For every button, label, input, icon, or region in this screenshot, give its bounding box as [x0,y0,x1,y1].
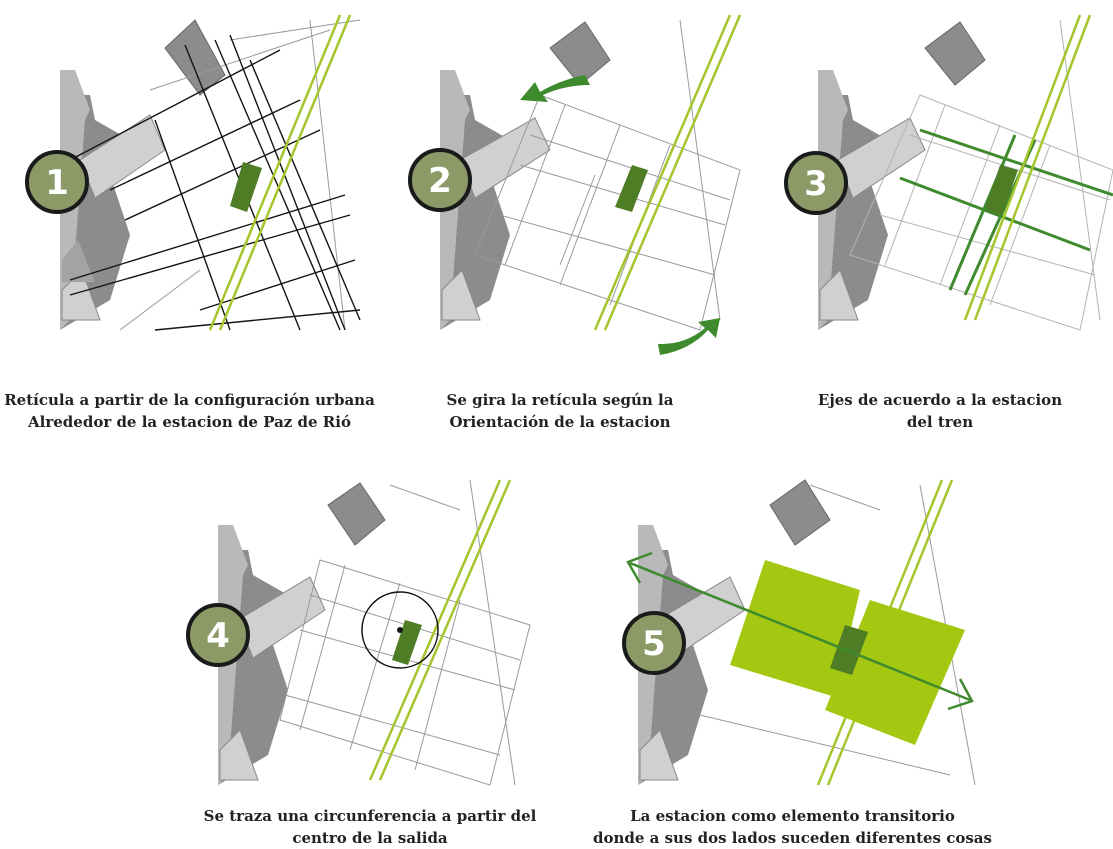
step-badge: 5 [622,611,686,675]
svg-text:3: 3 [804,164,828,204]
rotated-grid [474,19,741,331]
step-1-diagram: 1 [25,14,361,331]
step-5-panel: 5 [580,465,1000,795]
step-2-diagram: 2 [408,14,742,355]
exit-center-point [397,627,403,633]
step-badge: 3 [784,151,848,215]
step-1-caption: Retícula a partir de la configuración ur… [4,391,375,431]
rotate-arrow-icon [658,318,720,355]
svg-text:4: 4 [206,616,230,656]
step-4-diagram: 4 [186,479,531,786]
step-4-panel: 4 [160,465,560,795]
step-3-panel: 3 [760,0,1113,345]
step-2-caption: Se gira la retícula según la Orientación… [446,391,674,431]
step-badge: 2 [408,148,472,212]
step-number: 1 [45,163,69,203]
step-badge: 1 [25,150,89,214]
station-block [230,162,262,212]
step-1-panel: 1 [0,0,370,345]
rotate-arrow-icon [520,75,590,102]
step-3-diagram: 3 [784,14,1113,331]
step-5-caption: La estacion como elemento transitorio do… [593,807,992,847]
step-2-panel: 2 [380,0,750,370]
svg-text:5: 5 [642,624,666,664]
rail-tracks [208,14,352,331]
double-arrow-icon [626,551,974,711]
building-corner-2 [62,240,95,282]
svg-text:2: 2 [428,161,452,201]
circumference [361,591,439,669]
step-badge: 4 [186,603,250,667]
step-3-caption: Ejes de acuerdo a la estacion del tren [817,391,1063,431]
building-block [164,19,226,96]
step-4-caption: Se traza una circunferencia a partir del… [203,807,537,847]
step-5-diagram: 5 [622,479,976,786]
